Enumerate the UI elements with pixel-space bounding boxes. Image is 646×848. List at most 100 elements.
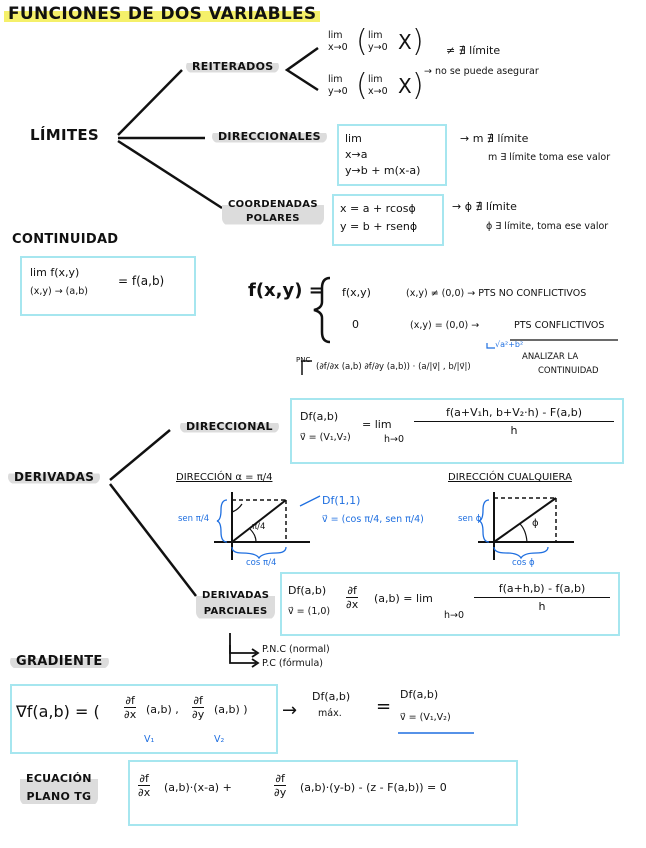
dd-lhs-bottom: v⃗ = (V₁,V₂)	[300, 432, 351, 443]
dd-fraction: f(a+V₁h, b+V₂·h) - F(a,b) h	[414, 406, 614, 437]
lim-sub: y→0	[368, 42, 388, 53]
grad-d2-arg: (a,b) )	[214, 703, 248, 716]
lim-sub: y→0	[328, 86, 348, 97]
direccional-label: DIRECCIONAL	[180, 420, 279, 433]
plano-heading-2: PLANO TG	[26, 790, 92, 803]
lim-sub: x→0	[328, 42, 348, 53]
grad-lhs: ∇f(a,b) = (	[16, 702, 100, 721]
grad-df2-top: Df(a,b)	[400, 688, 439, 701]
var-x: X	[398, 30, 412, 54]
pol-result-2: ϕ ∃ límite, toma ese valor	[486, 221, 609, 232]
plano-d2-num: ∂f	[274, 772, 287, 786]
dd-num: f(a+V₁h, b+V₂·h) - F(a,b)	[414, 406, 614, 422]
piecewise-lhs: f(x,y) =	[248, 280, 324, 301]
pnc-label: PNC	[296, 356, 311, 364]
paren-open: (	[356, 24, 368, 59]
pi4-angle: π/4	[252, 522, 266, 532]
dp-num: f(a+h,b) - f(a,b)	[474, 582, 610, 598]
grad-d1: ∂f ∂x	[124, 694, 137, 721]
plano-d1-den: ∂x	[138, 786, 151, 799]
paren-open: (	[356, 68, 368, 103]
dp-partial-num: ∂f	[346, 584, 359, 598]
plano-t2: (a,b)·(y-b) - (z - F(a,b)) = 0	[300, 781, 447, 794]
dp-lhs-top: Df(a,b)	[288, 584, 327, 597]
gradiente-heading: GRADIENTE	[10, 654, 109, 669]
cualq-cos: cos ϕ	[512, 558, 535, 568]
direccional-box: Df(a,b) v⃗ = (V₁,V₂) = lim h→0 f(a+V₁h, …	[290, 398, 624, 464]
parciales-label: DERIVADAS PARCIALES	[196, 588, 276, 620]
lim-text: lim	[368, 74, 383, 85]
limites-heading: LÍMITES	[30, 126, 100, 144]
reiterados-label: REITERADOS	[186, 60, 280, 73]
grad-df2-bottom: v⃗ = (V₁,V₂)	[400, 712, 451, 723]
cualq-sen: sen ϕ	[458, 514, 482, 524]
grad-d1-num: ∂f	[124, 694, 137, 708]
case2-expr: 0	[352, 318, 359, 331]
pi4-cos: cos π/4	[246, 558, 277, 568]
case1-expr: f(x,y)	[342, 286, 371, 299]
cont-lim: lim f(x,y)	[30, 266, 80, 279]
direccion-cualquiera-title: DIRECCIÓN CUALQUIERA	[448, 472, 572, 483]
pts-conflictivos: PTS CONFLICTIVOS	[514, 320, 605, 331]
dir-line2: x→a	[345, 148, 368, 161]
plano-heading: ECUACIÓN PLANO TG	[20, 770, 98, 806]
polares-label-1: COORDENADAS	[228, 199, 318, 210]
dp-partial: ∂f ∂x	[346, 584, 359, 611]
grad-v2: V₂	[214, 734, 225, 745]
grad-d1-arg: (a,b) ,	[146, 703, 179, 716]
diagram-cualquiera	[478, 492, 574, 560]
case2-cond: (x,y) = (0,0) →	[410, 320, 480, 331]
pi4-vec: v⃗ = (cos π/4, sen π/4)	[322, 514, 424, 525]
grad-d1-den: ∂x	[124, 708, 137, 721]
sqrt-note: √a²+b²	[495, 340, 524, 349]
plano-t1: (a,b)·(x-a) +	[164, 781, 232, 794]
dd-eq: = lim	[362, 418, 392, 431]
cont-sub: (x,y) → (a,b)	[30, 286, 88, 297]
plano-d1-num: ∂f	[138, 772, 151, 786]
plano-box: ∂f ∂x (a,b)·(x-a) + ∂f ∂y (a,b)·(y-b) - …	[128, 760, 518, 826]
direccionales-box: lim x→a y→b + m(x-a)	[337, 124, 447, 186]
analizar-1: ANALIZAR LA	[522, 352, 579, 362]
pol-line2: y = b + rsenϕ	[340, 220, 418, 233]
dir-result-1: → m ∄ límite	[460, 132, 529, 145]
plano-d1: ∂f ∂x	[138, 772, 151, 799]
direccionales-label: DIRECCIONALES	[212, 130, 327, 143]
lim-text: lim	[328, 30, 343, 41]
dp-lhs-bottom: v⃗ = (1,0)	[288, 606, 331, 617]
dir-line3: y→b + m(x-a)	[345, 164, 421, 177]
grad-d2-num: ∂f	[192, 694, 205, 708]
case1-cond: (x,y) ≠ (0,0) → PTS NO CONFLICTIVOS	[406, 288, 587, 299]
analizar-2: CONTINUIDAD	[538, 366, 599, 376]
lim-sub: x→0	[368, 86, 388, 97]
dd-limsub: h→0	[384, 434, 405, 445]
continuidad-heading: CONTINUIDAD	[12, 232, 119, 247]
grad-max: máx.	[318, 708, 342, 719]
direccion-pi4-title: DIRECCIÓN α = π/4	[176, 472, 273, 483]
parciales-box: Df(a,b) v⃗ = (1,0) ∂f ∂x (a,b) = lim h→0…	[280, 572, 620, 636]
pnc-expr: (∂f/∂x (a,b) ∂f/∂y (a,b)) · (a/|v⃗| , b/…	[316, 362, 471, 372]
grad-dfmax: Df(a,b)	[312, 690, 351, 703]
derivadas-heading: DERIVADAS	[8, 470, 101, 484]
dp-den: h	[538, 600, 546, 613]
cont-eq: = f(a,b)	[118, 274, 165, 288]
dp-limsub: h→0	[444, 610, 465, 621]
pc-formula: P.C (fórmula)	[262, 658, 323, 669]
continuidad-box: lim f(x,y) (x,y) → (a,b) = f(a,b)	[20, 256, 196, 316]
paren-close: )	[412, 24, 424, 59]
grad-eq: =	[376, 696, 392, 717]
pi4-sen: sen π/4	[178, 514, 210, 524]
gradiente-box: ∇f(a,b) = ( ∂f ∂x (a,b) , ∂f ∂y (a,b) ) …	[10, 684, 278, 754]
pi4-df: Df(1,1)	[322, 494, 361, 507]
page-title: FUNCIONES DE DOS VARIABLES	[4, 4, 321, 24]
lim-text: lim	[328, 74, 343, 85]
polares-label: COORDENADAS POLARES	[222, 198, 324, 226]
dir-line1: lim	[345, 132, 362, 145]
grad-v1: V₁	[144, 734, 155, 745]
dp-partial-den: ∂x	[346, 598, 359, 611]
dir-result-2: m ∃ límite toma ese valor	[488, 152, 611, 163]
lim-text: lim	[368, 30, 383, 41]
pol-line1: x = a + rcosϕ	[340, 202, 416, 215]
plano-d2: ∂f ∂y	[274, 772, 287, 799]
